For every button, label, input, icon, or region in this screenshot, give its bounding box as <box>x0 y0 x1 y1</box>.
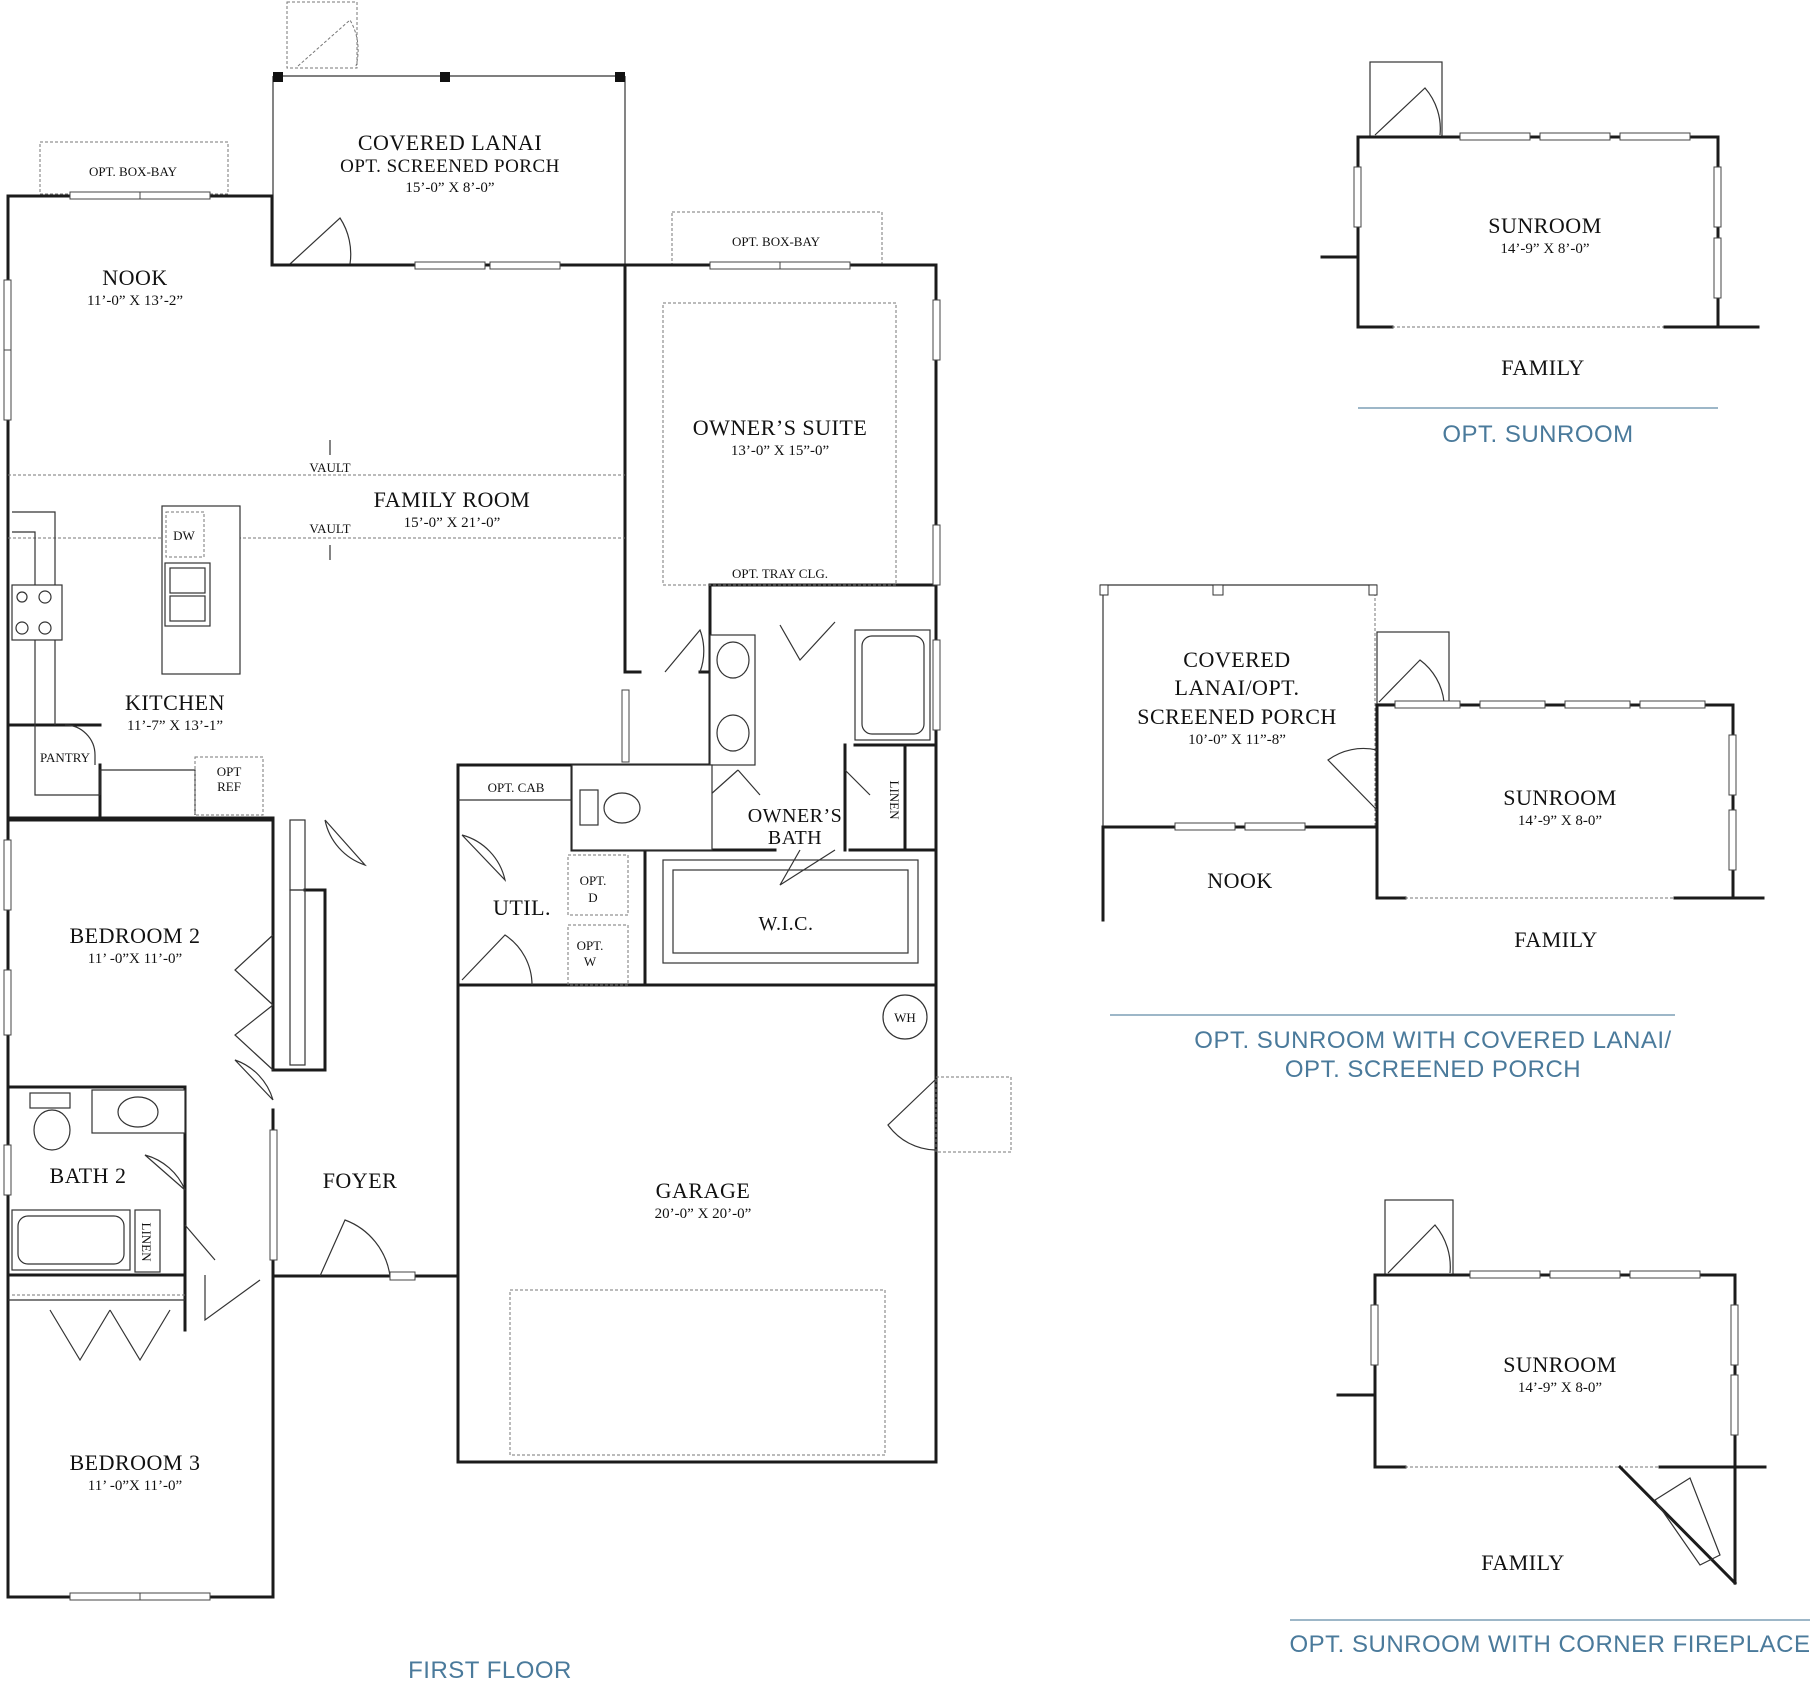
wh-label: WH <box>894 1010 916 1025</box>
exterior-walls <box>6 194 938 1599</box>
sunroom2-name: SUNROOM <box>1503 785 1617 810</box>
garage-size: 20’-0” X 20’-0” <box>655 1206 752 1222</box>
opt-box-bay-nook-label: OPT. BOX-BAY <box>89 164 178 179</box>
first-floor-plan <box>3 1 1012 1601</box>
bedroom2-size: 11’ -0”X 11’-0” <box>88 951 182 967</box>
kitchen-name: KITCHEN <box>125 690 225 715</box>
bedroom3-name: BEDROOM 3 <box>69 1450 200 1475</box>
owners-bath-line2: BATH <box>768 827 822 849</box>
sunroom1-caption: OPT. SUNROOM <box>1442 421 1633 448</box>
sunroom2-nook: NOOK <box>1207 868 1273 893</box>
opt-w-label-2: W <box>584 954 597 969</box>
vault-lower-label: VAULT <box>309 521 350 536</box>
sunroom1-family: FAMILY <box>1501 355 1585 380</box>
bedroom2-closet-doors <box>234 819 367 1101</box>
sunroom2-family: FAMILY <box>1514 927 1598 952</box>
owners-suite-size: 13’-0” X 15”-0” <box>731 443 829 459</box>
sunroom3-caption: OPT. SUNROOM WITH CORNER FIREPLACE <box>1289 1631 1810 1658</box>
vault-upper-label: VAULT <box>309 460 350 475</box>
sunroom3-family: FAMILY <box>1481 1550 1565 1575</box>
front-door <box>319 1219 391 1277</box>
opt-d-label-2: D <box>588 890 597 905</box>
linen-owner-label: LINEN <box>887 781 902 821</box>
opt-cab-label: OPT. CAB <box>488 780 545 795</box>
opt-ref-label-1: OPT <box>217 764 242 779</box>
covered-lanai-sub: OPT. SCREENED PORCH <box>340 156 560 177</box>
util-name: UTIL. <box>493 895 551 920</box>
nook-size: 11’-0” X 13’-2” <box>87 293 183 309</box>
lanai2-size: 10’-0” X 11”-8” <box>1188 732 1286 748</box>
bath2-fixtures <box>8 1089 261 1322</box>
kitchen-fixtures <box>11 505 264 816</box>
owners-bath-line1: OWNER’S <box>748 805 843 827</box>
first-floor-caption: FIRST FLOOR <box>408 1657 572 1684</box>
owners-bath-fixtures <box>571 621 931 886</box>
kitchen-size: 11’-7” X 13’-1” <box>127 718 223 734</box>
option-sunroom-plan: SUNROOM 14’-9” X 8’-0” FAMILY OPT. SUNRO… <box>1320 61 1760 448</box>
family-room-name: FAMILY ROOM <box>374 487 531 512</box>
garage-name: GARAGE <box>656 1178 751 1203</box>
opt-tray-label: OPT. TRAY CLG. <box>732 566 828 581</box>
wic-name: W.I.C. <box>758 913 813 935</box>
pantry-label: PANTRY <box>40 750 91 765</box>
sunroom2-size: 14’-9” X 8-0” <box>1518 813 1602 829</box>
bath2-name: BATH 2 <box>50 1163 127 1188</box>
nook-name: NOOK <box>102 265 168 290</box>
first-floor-labels: OPT. BOX-BAY COVERED LANAI OPT. SCREENED… <box>40 130 916 1684</box>
option-sunroom-lanai-plan: COVERED LANAI/OPT. SCREENED PORCH 10’-0”… <box>1099 584 1765 1083</box>
utility-fixtures <box>458 799 629 986</box>
opt-ref-label-2: REF <box>217 779 241 794</box>
dw-label: DW <box>173 528 195 543</box>
opt-box-bay-owner-label: OPT. BOX-BAY <box>732 234 821 249</box>
bedroom3-size: 11’ -0”X 11’-0” <box>88 1478 182 1494</box>
opt-w-label-1: OPT. <box>577 938 604 953</box>
owners-suite-name: OWNER’S SUITE <box>693 415 868 440</box>
covered-lanai-size: 15’-0” X 8’-0” <box>405 180 494 196</box>
sunroom2-caption-line1: OPT. SUNROOM WITH COVERED LANAI/ <box>1194 1027 1671 1054</box>
sunroom1-size: 14’-9” X 8’-0” <box>1500 241 1589 257</box>
covered-lanai-name: COVERED LANAI <box>358 130 542 155</box>
windows <box>3 191 941 1601</box>
sunroom3-size: 14’-9” X 8-0” <box>1518 1380 1602 1396</box>
lanai2-line2: LANAI/OPT. <box>1175 675 1300 700</box>
sunroom3-name: SUNROOM <box>1503 1352 1617 1377</box>
owner-tray-ceiling <box>662 302 897 586</box>
covered-lanai-structure <box>272 1 626 265</box>
opt-d-label-1: OPT. <box>580 873 607 888</box>
wic-shelving <box>662 859 919 964</box>
foyer-name: FOYER <box>323 1168 398 1193</box>
sunroom1-name: SUNROOM <box>1488 213 1602 238</box>
sunroom2-caption-line2: OPT. SCREENED PORCH <box>1285 1056 1581 1083</box>
family-room-size: 15’-0” X 21’-0” <box>404 515 501 531</box>
bedroom2-name: BEDROOM 2 <box>69 923 200 948</box>
linen-bath2-label: LINEN <box>139 1223 154 1263</box>
option-sunroom-fireplace-plan: SUNROOM 14’-9” X 8-0” FAMILY OPT. SUNROO… <box>1289 1199 1810 1658</box>
bedroom3-closet-doors <box>49 1309 171 1362</box>
lanai2-line1: COVERED <box>1183 647 1290 672</box>
lanai2-line3: SCREENED PORCH <box>1137 704 1337 729</box>
garage-fixtures <box>509 994 1012 1456</box>
